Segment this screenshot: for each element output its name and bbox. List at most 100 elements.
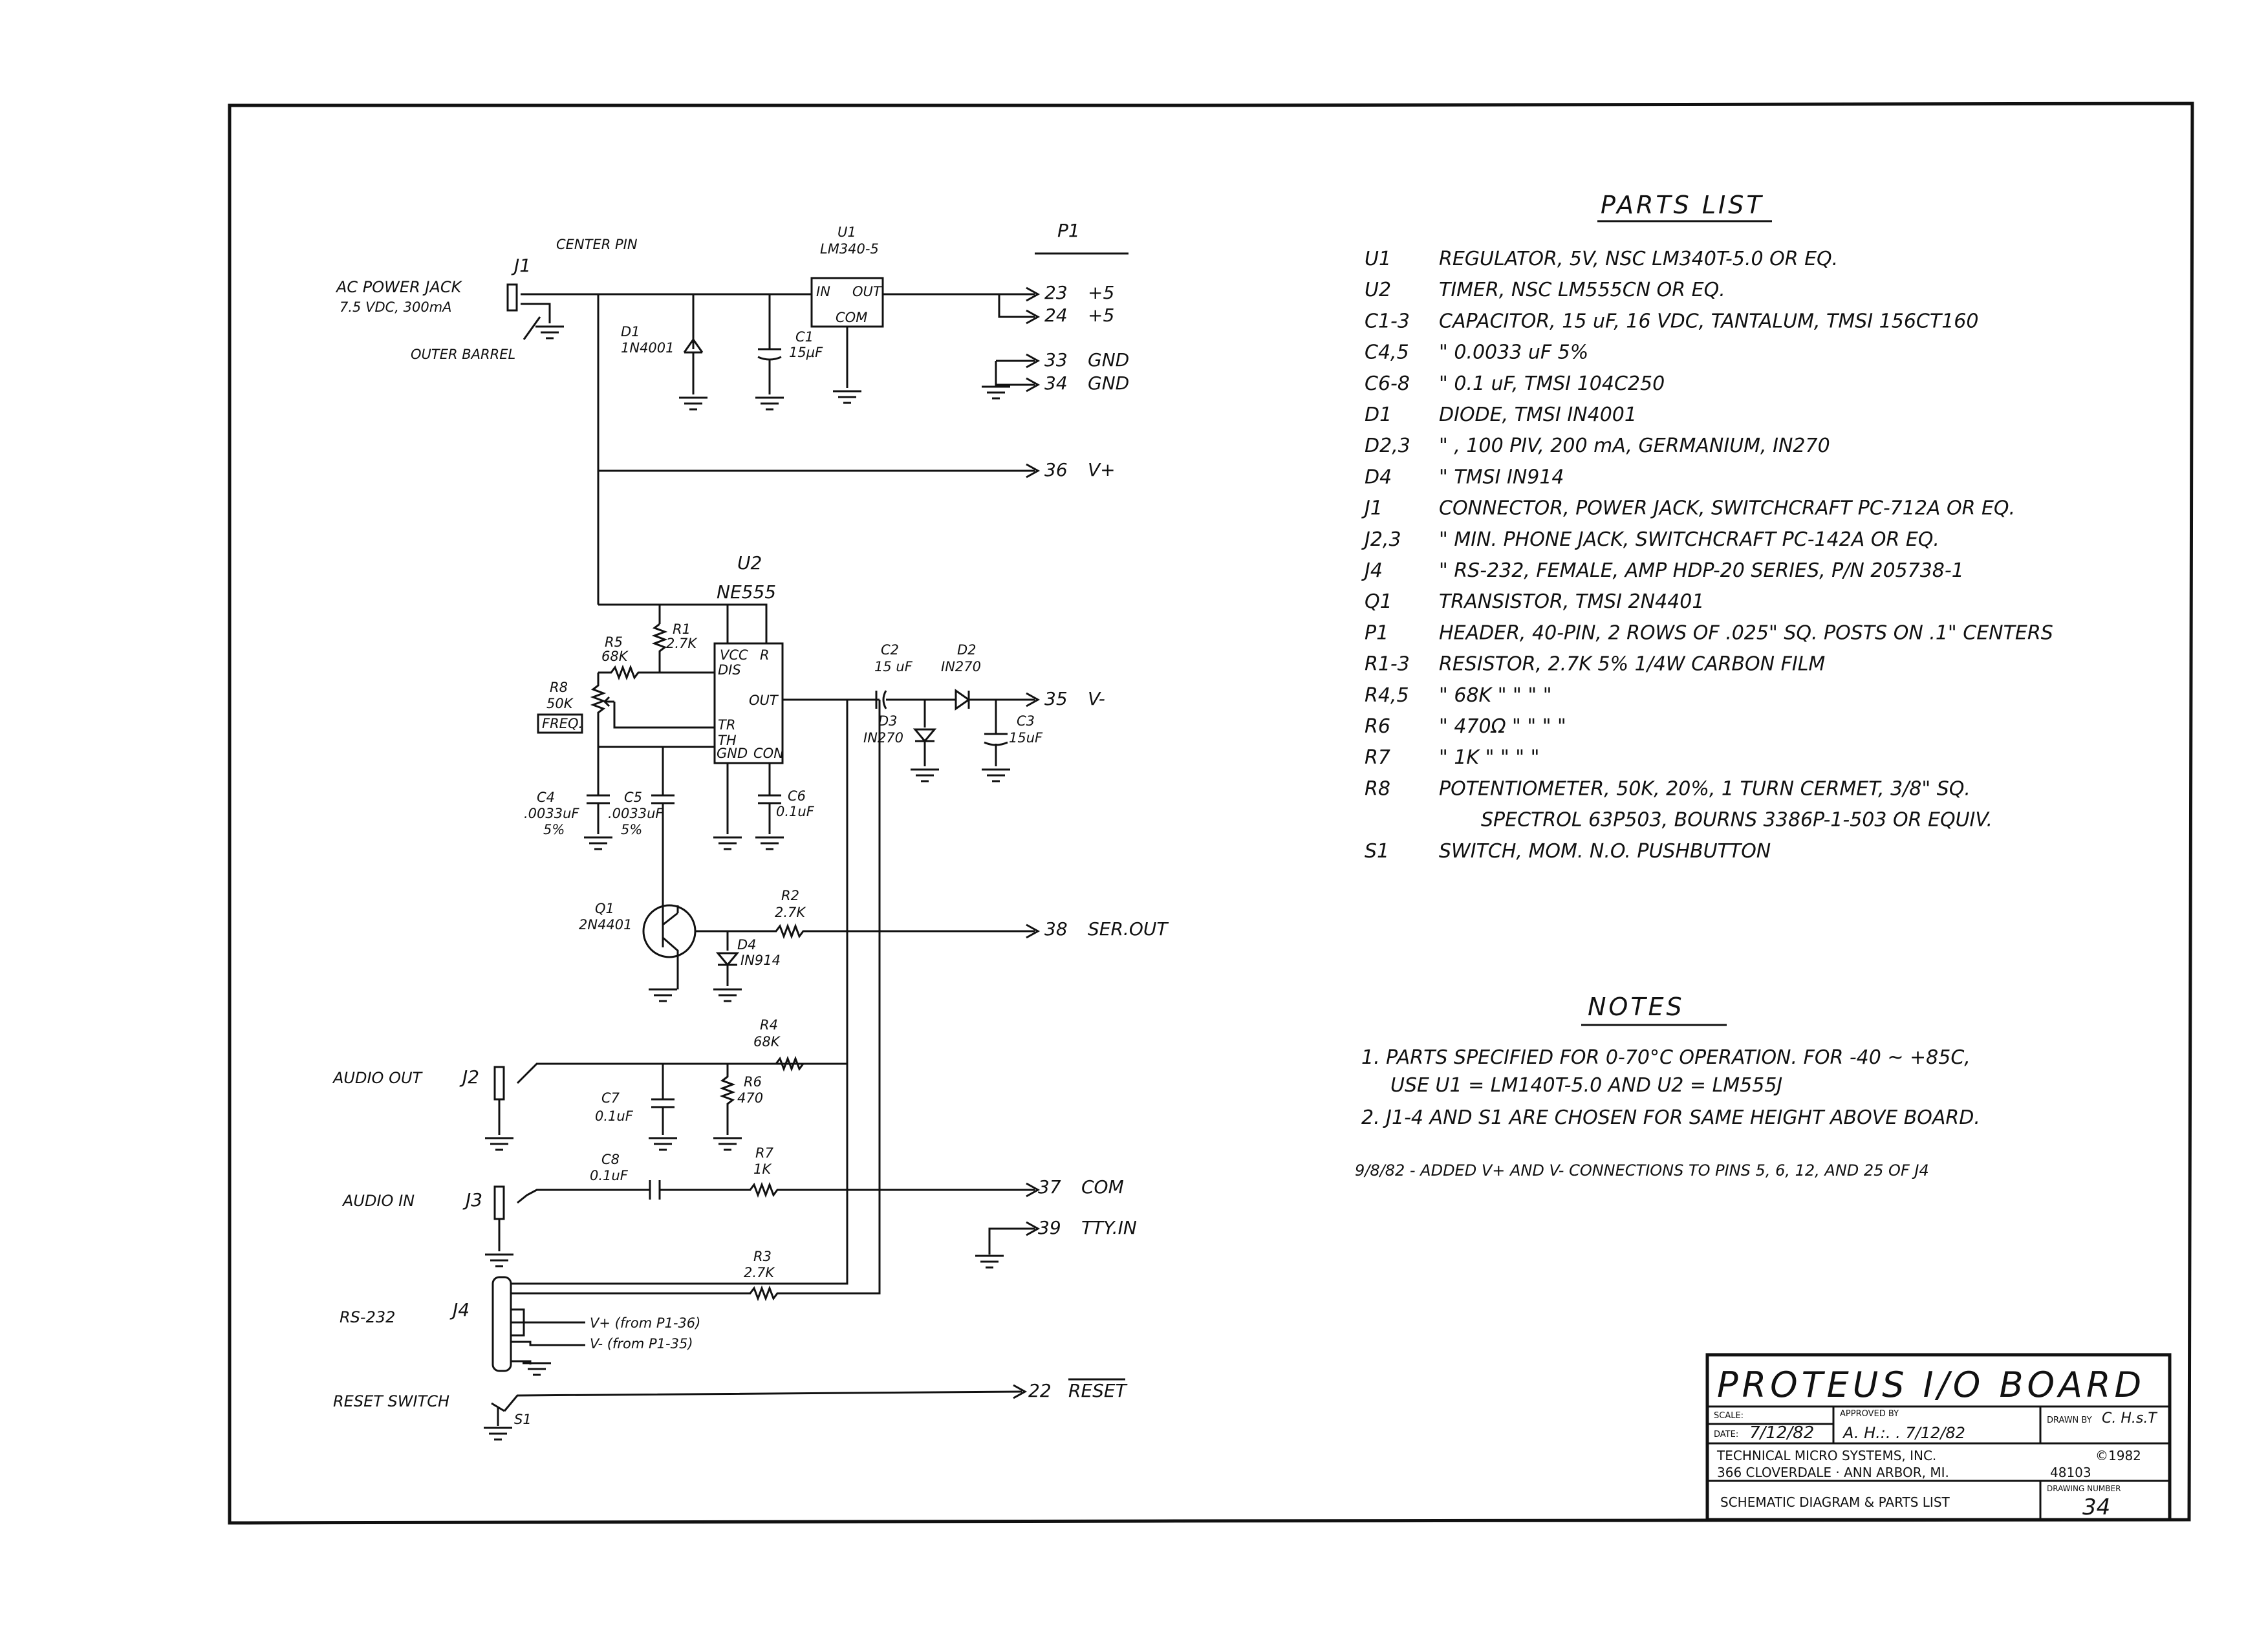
d3-part: IN270 (863, 730, 903, 746)
c4-capacitor-symbol (587, 747, 610, 834)
p1-pin-39-name: TTY.IN (1081, 1217, 1137, 1238)
p1-pin-23-num: 23 (1044, 282, 1068, 303)
parts-list-ref: D2,3 (1365, 435, 1410, 457)
parts-list-description: DIODE, TMSI IN4001 (1439, 404, 1637, 426)
p1-pin-38-num: 38 (1044, 918, 1068, 940)
parts-list-ref: C4,5 (1365, 341, 1409, 364)
r7-value: 1K (753, 1161, 772, 1177)
sheet-border (228, 102, 2194, 1525)
u1-in-pin: IN (816, 284, 830, 299)
parts-list-ref: R6 (1365, 715, 1390, 738)
parts-list-ref: C6-8 (1365, 372, 1410, 395)
d2-part: IN270 (941, 659, 981, 674)
u2-pin-r: R (760, 647, 770, 663)
d2-label: D2 (957, 642, 977, 658)
date-label: DATE: (1714, 1430, 1738, 1439)
drawn-signature: C. H.s.T (2102, 1410, 2157, 1427)
r2-value: 2.7K (775, 905, 806, 920)
r6-label: R6 (744, 1074, 762, 1090)
d4-diode-symbol (715, 931, 740, 986)
parts-list-ref: R8 (1365, 777, 1390, 800)
u2-pin-con: CON (753, 746, 784, 761)
p1-pin-38-name: SER.OUT (1088, 918, 1169, 940)
center-pin-label: CENTER PIN (556, 237, 638, 252)
q1-part: 2N4401 (579, 917, 632, 932)
io-section: AUDIO OUT J2 C7 0.1uF R6 470 R4 68K AUDI… (332, 700, 1039, 1441)
u2-part: NE555 (717, 581, 776, 603)
rs232-label: RS-232 (340, 1308, 395, 1326)
r4-label: R4 (760, 1017, 778, 1033)
parts-list-description: " 0.0033 uF 5% (1439, 341, 1588, 364)
c5-value: .0033uF (608, 806, 664, 821)
c5-capacitor-symbol (651, 747, 675, 905)
reset-switch-label: RESET SWITCH (333, 1392, 449, 1410)
r8-potentiometer-symbol (590, 673, 607, 727)
p1-pin-33-num: 33 (1044, 349, 1068, 371)
c8-r7-audio-in-path (517, 1180, 1035, 1204)
date-value: 7/12/82 (1749, 1423, 1814, 1443)
outer-barrel-label: OUTER BARREL (411, 347, 515, 362)
c6-capacitor-symbol (758, 763, 781, 834)
c7-value: 0.1uF (595, 1108, 634, 1124)
u2-pin-tr: TR (718, 717, 735, 733)
parts-list-description: CAPACITOR, 15 uF, 16 VDC, TANTALUM, TMSI… (1439, 310, 1978, 332)
parts-list-description: " 0.1 uF, TMSI 104C250 (1439, 372, 1665, 395)
c2-capacitor-symbol (847, 690, 925, 709)
company-name: TECHNICAL MICRO SYSTEMS, INC. (1716, 1448, 1936, 1463)
p1-pin-34-num: 34 (1044, 372, 1068, 394)
parts-list-ref: D1 (1365, 404, 1392, 426)
d1-label: D1 (621, 324, 640, 339)
c5-tolerance: 5% (621, 822, 642, 837)
c4-value: .0033uF (524, 806, 579, 821)
p1-pin-22-num: 22 (1028, 1380, 1052, 1401)
c3-label: C3 (1017, 713, 1035, 729)
p1-pin-labels: 23 +5 24 +5 33 GND 34 GND 36 V+ 35 V- 38… (1028, 282, 1169, 1401)
c6-value: 0.1uF (776, 804, 815, 819)
audio-out-label: AUDIO OUT (332, 1069, 424, 1087)
c2-value: 15 uF (874, 659, 913, 674)
note-1-line-2: USE U1 = LM140T-5.0 AND U2 = LM555J (1390, 1074, 1782, 1097)
c6-label: C6 (788, 788, 806, 804)
s1-switch-symbol (491, 1390, 1022, 1426)
parts-list-description: TIMER, NSC LM555CN OR EQ. (1439, 279, 1725, 301)
parts-list-description: HEADER, 40-PIN, 2 ROWS OF .025" SQ. POST… (1439, 621, 2053, 644)
parts-list-ref: J1 (1361, 497, 1383, 520)
c7-label: C7 (601, 1090, 620, 1106)
q1-label: Q1 (595, 901, 614, 916)
c1-capacitor-symbol (757, 294, 782, 394)
j3-jack-symbol (493, 1185, 505, 1220)
j4-label: J4 (449, 1299, 470, 1320)
parts-list-description: " 68K " " " " (1439, 684, 1552, 707)
r3-value: 2.7K (744, 1265, 775, 1280)
r5-resistor-symbol (598, 664, 660, 681)
u2-pin-th: TH (718, 733, 737, 748)
p1-pin-24-num: 24 (1044, 305, 1068, 326)
p1-header-label: P1 (1057, 220, 1080, 241)
r4-resistor-symbol (775, 1055, 805, 1072)
r7-label: R7 (755, 1145, 774, 1161)
u2-pin-out: OUT (749, 693, 779, 708)
c1-label: C1 (795, 329, 814, 345)
drawing-description: SCHEMATIC DIAGRAM & PARTS LIST (1720, 1494, 1950, 1510)
c2-label: C2 (881, 642, 899, 658)
p1-pin-37-num: 37 (1038, 1176, 1061, 1198)
r4-value: 68K (753, 1034, 781, 1050)
j1-label: J1 (511, 255, 531, 276)
c8-label: C8 (601, 1152, 620, 1167)
p1-pin-36-name: V+ (1088, 459, 1116, 480)
parts-list-ref: R4,5 (1365, 684, 1409, 707)
d3-label: D3 (878, 713, 898, 729)
r2-label: R2 (781, 888, 799, 903)
r5-label: R5 (605, 634, 623, 650)
note-1-line-1: 1. PARTS SPECIFIED FOR 0-70°C OPERATION.… (1361, 1046, 1971, 1069)
j1-jack-symbol (506, 283, 518, 312)
d4-label: D4 (737, 937, 757, 953)
notes-section: NOTES 1. PARTS SPECIFIED FOR 0-70°C OPER… (1355, 993, 1980, 1180)
d1-part: 1N4001 (621, 340, 675, 356)
d1-diode-symbol (683, 294, 704, 394)
drawing-number-label: DRAWING NUMBER (2047, 1484, 2121, 1493)
p1-pin-24-name: +5 (1088, 305, 1114, 326)
c4-label: C4 (537, 790, 555, 805)
p1-pin-22-name: RESET (1068, 1380, 1128, 1401)
title-block: PROTEUS I/O BOARD SCALE: DATE: 7/12/82 A… (1705, 1353, 2172, 1522)
